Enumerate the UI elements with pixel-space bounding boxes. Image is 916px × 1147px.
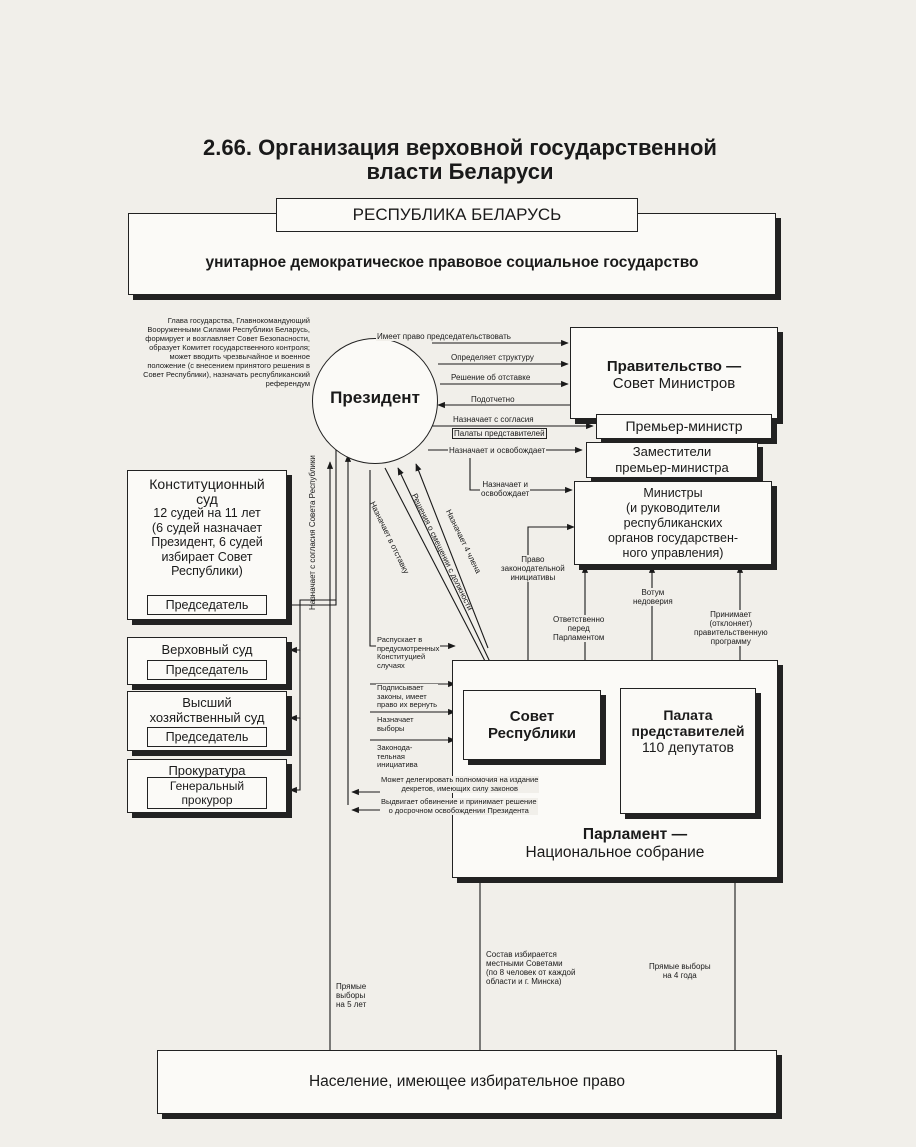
link-preside: Имеет право председательствовать bbox=[376, 332, 512, 341]
government-box bbox=[570, 327, 778, 419]
president-label: Президент bbox=[330, 388, 420, 407]
population-box: Население, имеющее избирательное право bbox=[157, 1050, 777, 1114]
link-chamber: Палаты представителей bbox=[452, 428, 547, 439]
ministers-box: Министры (и руководители республиканских… bbox=[574, 481, 772, 565]
link-structure: Определяет структуру bbox=[450, 353, 535, 362]
prime-minister-box: Премьер-министр bbox=[596, 414, 772, 439]
republic-definition: унитарное демократическое правовое социа… bbox=[205, 254, 699, 271]
link-appoint-ministers: Назначает и освобождает bbox=[480, 480, 531, 498]
prosecutor-general: Генеральный прокурор bbox=[147, 777, 267, 809]
government-title: Правительство — Совет Министров bbox=[606, 358, 742, 392]
supreme-court-chair: Председатель bbox=[147, 660, 267, 680]
republic-name: РЕСПУБЛИКА БЕЛАРУСЬ bbox=[352, 205, 562, 224]
link-appoint-dismiss: Назначает и освобождает bbox=[448, 446, 547, 455]
elections-label: Назначает выборы bbox=[376, 715, 415, 733]
link-resignation: Решение об отставке bbox=[450, 373, 532, 382]
president-powers: Глава государства, Главнокомандующий Воо… bbox=[143, 316, 310, 388]
chamber-of-representatives-box: Палата представителей 110 депутатов bbox=[620, 688, 756, 814]
no-confidence-label: Вотум недоверия bbox=[632, 588, 674, 606]
economic-court-chair: Председатель bbox=[147, 727, 267, 747]
population-label: Население, имеющее избирательное право bbox=[308, 1073, 626, 1090]
link-accountable: Подотчетно bbox=[470, 395, 516, 404]
page-title: 2.66. Организация верховной государствен… bbox=[120, 136, 800, 184]
parliament-title: Парламент — Национальное собрание bbox=[525, 826, 705, 861]
president-election-label: Прямые выборы на 5 лет bbox=[335, 982, 368, 1009]
sign-laws-label: Подписывает законы, имеет право их верну… bbox=[376, 683, 439, 710]
title-line-1: 2.66. Организация верховной государствен… bbox=[203, 135, 717, 160]
court-appointment-label: Назначает с согласия Совета Республики bbox=[308, 455, 317, 610]
constitutional-court-chair: Председатель bbox=[147, 595, 267, 615]
deputy-pm-box: Заместители премьер-министра bbox=[586, 442, 758, 478]
president-circle bbox=[312, 338, 438, 464]
responsible-label: Ответственно перед Парламентом bbox=[552, 615, 606, 642]
chamber-election-label: Прямые выборы на 4 года bbox=[648, 962, 712, 980]
title-line-2: власти Беларуси bbox=[366, 159, 554, 184]
link-appoint-consent: Назначает с согласия bbox=[452, 415, 535, 424]
republic-name-box: РЕСПУБЛИКА БЕЛАРУСЬ bbox=[276, 198, 638, 232]
delegate-powers-label: Может делегировать полномочия на издание… bbox=[380, 775, 540, 793]
program-label: Принимает (отклоняет) правительственную … bbox=[693, 610, 769, 646]
impeachment-label: Выдвигает обвинение и принимает решение … bbox=[380, 797, 538, 815]
council-election-label: Состав избирается местными Советами (по … bbox=[485, 950, 577, 986]
council-of-republic-box: Совет Республики bbox=[463, 690, 601, 760]
initiative-label: Право законодательной инициативы bbox=[500, 555, 566, 582]
dissolve-label: Распускает в предусмотренных Конституцие… bbox=[376, 635, 441, 670]
legislative-initiative-label: Законода- тельная инициатива bbox=[376, 743, 419, 770]
